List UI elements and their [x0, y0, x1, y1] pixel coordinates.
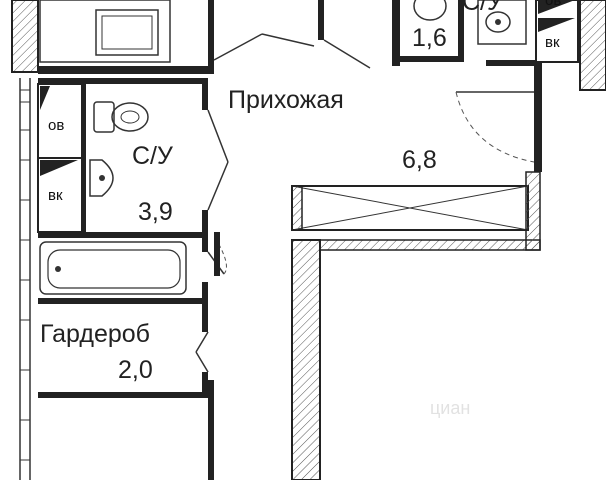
bathroom-left-name: С/У: [132, 142, 173, 170]
bathroom-top-name: С/У: [462, 0, 503, 16]
wardrobe-walls: [38, 304, 208, 398]
sink-top: [477, 0, 527, 45]
bathtub: [39, 241, 187, 295]
door-bathroom-left: [207, 109, 229, 211]
exterior-wall-left: [11, 0, 39, 480]
right-wall: [486, 0, 606, 172]
bath-walls: [38, 238, 208, 304]
bathroom-left-walls: [38, 78, 208, 238]
hatched-column-right: [525, 171, 541, 251]
riser-left-ov: [37, 83, 83, 159]
lintel-beam: [291, 185, 529, 231]
hatched-column-left: [291, 185, 541, 480]
riser-tag-left-vk: вк: [48, 187, 63, 204]
riser-tag-left-ov: ов: [48, 117, 65, 134]
bathroom-top-area: 1,6: [412, 24, 447, 52]
watermark: циан: [430, 398, 471, 418]
toilet-top: [413, 0, 447, 21]
wardrobe-area: 2,0: [118, 356, 153, 384]
toilet-left: [93, 101, 149, 133]
door-wardrobe: [195, 331, 209, 373]
lower-left-room-walls: [208, 380, 214, 480]
door-hallway-right: [455, 91, 535, 163]
bathroom-left-area: 3,9: [138, 198, 173, 226]
riser-top-vk: [535, 0, 579, 63]
wardrobe-name: Гардероб: [40, 320, 150, 348]
hallway-walls: [214, 232, 220, 276]
riser-left-vk: [37, 157, 83, 233]
hallway-area: 6,8: [402, 146, 437, 174]
bathroom-top-walls: [400, 0, 464, 62]
sink-left: [89, 159, 114, 197]
top-wall: [38, 0, 400, 74]
hallway-name: Прихожая: [228, 86, 344, 114]
door-hallway-top: [213, 33, 371, 69]
riser-tag-top-vk: вк: [545, 34, 560, 51]
riser-tag-top-ov: ов: [545, 0, 562, 9]
kitchen-counter: [39, 0, 171, 63]
